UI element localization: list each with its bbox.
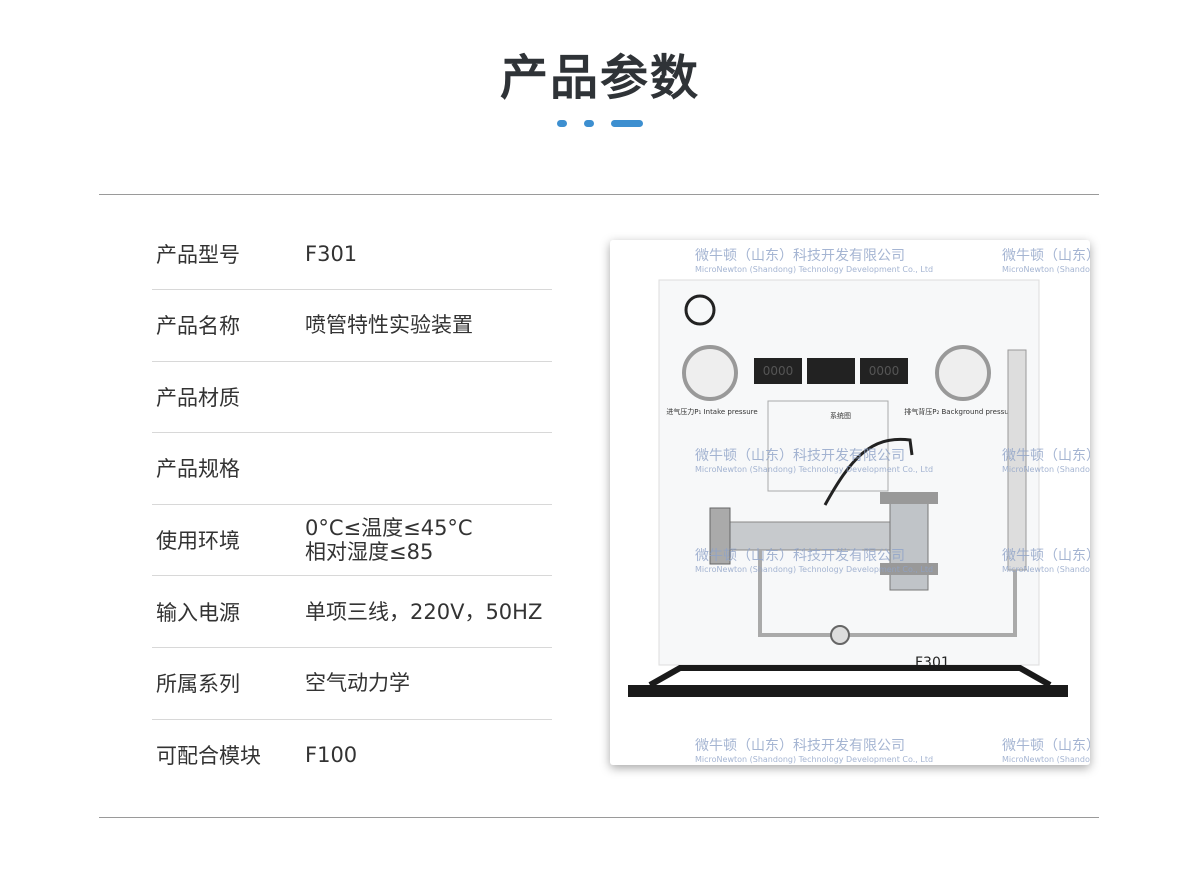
spec-label: 使用环境 xyxy=(156,528,240,553)
decor-dot xyxy=(557,120,567,127)
spec-label: 产品型号 xyxy=(156,242,240,267)
spec-label: 输入电源 xyxy=(156,600,240,625)
gauge-right-label: 排气背压P₂ Background pressure xyxy=(904,407,1015,416)
intake-pressure-gauge xyxy=(682,345,738,401)
spec-label: 可配合模块 xyxy=(156,743,261,768)
spec-row: 产品规格 xyxy=(152,433,552,505)
spec-row: 所属系列 空气动力学 xyxy=(152,648,552,720)
spec-value: F100 xyxy=(305,742,358,767)
background-pressure-gauge xyxy=(935,345,991,401)
spec-value: F301 xyxy=(305,241,358,266)
spec-label: 产品名称 xyxy=(156,314,240,339)
spec-label: 产品规格 xyxy=(156,457,240,482)
spec-row: 产品材质 xyxy=(152,361,552,434)
spec-label: 产品材质 xyxy=(156,385,240,410)
product-image: 进气压力P₁ Intake pressure 排气背压P₂ Background… xyxy=(610,240,1090,765)
display-reading: 0000 xyxy=(763,364,794,378)
apparatus-illustration: 进气压力P₁ Intake pressure 排气背压P₂ Background… xyxy=(628,279,1068,697)
decor-dot xyxy=(584,120,594,127)
diagram-label: 系统图 xyxy=(830,411,851,420)
spec-value: 单项三线，220V，50HZ xyxy=(305,599,543,624)
spec-row: 输入电源 单项三线，220V，50HZ xyxy=(152,576,552,648)
divider-top xyxy=(99,194,1099,195)
divider-bottom xyxy=(99,817,1099,818)
spec-label: 所属系列 xyxy=(156,672,240,697)
spec-value: 喷管特性实验装置 xyxy=(305,313,473,338)
page-title: 产品参数 xyxy=(499,50,700,106)
spec-row: 产品名称 喷管特性实验装置 xyxy=(152,290,552,362)
spec-value: 空气动力学 xyxy=(305,671,410,696)
display-reading: 0000 xyxy=(869,364,900,378)
spec-row: 可配合模块 F100 xyxy=(152,719,552,790)
spec-row: 产品型号 F301 xyxy=(152,218,552,290)
decor-bar xyxy=(611,120,643,127)
gauge-left-label: 进气压力P₁ Intake pressure xyxy=(666,407,757,416)
